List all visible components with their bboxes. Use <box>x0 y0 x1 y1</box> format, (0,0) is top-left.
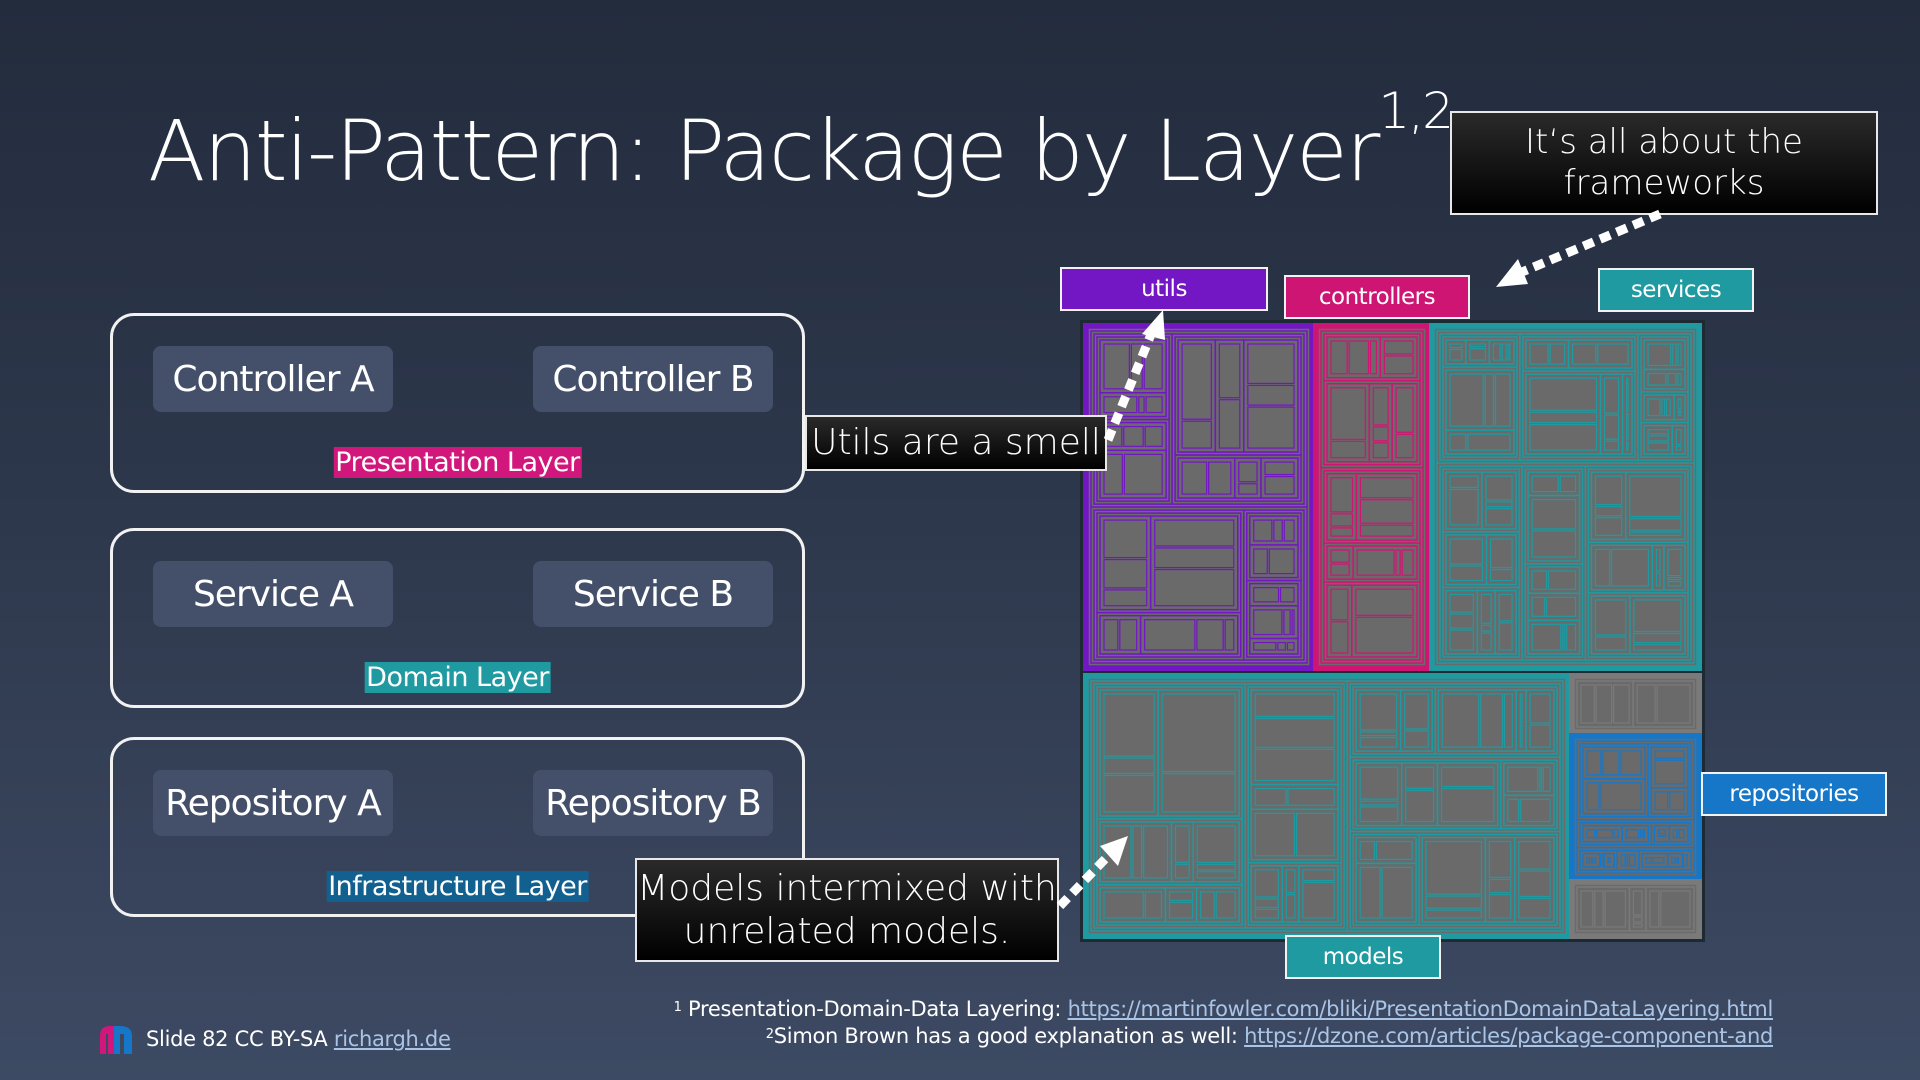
service-a-box: Service A <box>153 561 393 627</box>
footnote-2-link[interactable]: https://dzone.com/articles/package-compo… <box>1244 1024 1773 1048</box>
repository-b-box: Repository B <box>533 770 773 836</box>
repository-a-box: Repository A <box>153 770 393 836</box>
slide-title: Anti-Pattern: Package by Layer1,2 <box>148 86 1454 200</box>
slide-footer: Slide 82 CC BY-SA richargh.de <box>98 1022 451 1056</box>
footnote-1: 1 Presentation-Domain-Data Layering: htt… <box>673 996 1774 1023</box>
footnote-2: 2Simon Brown has a good explanation as w… <box>674 1023 1774 1050</box>
infrastructure-layer-label: Infrastructure Layer <box>326 871 589 902</box>
service-b-box: Service B <box>533 561 773 627</box>
domain-layer-label: Domain Layer <box>364 662 551 693</box>
package-label-services: services <box>1598 268 1754 312</box>
presentation-layer-label: Presentation Layer <box>333 447 582 478</box>
footnote-1-text: Presentation-Domain-Data Layering: <box>687 997 1068 1021</box>
slide-license-text: Slide 82 CC BY-SA <box>146 1027 334 1051</box>
footnotes: 1 Presentation-Domain-Data Layering: htt… <box>673 996 1774 1050</box>
footnote-2-text: Simon Brown has a good explanation as we… <box>773 1024 1245 1048</box>
slide-number-text: Slide 82 CC BY-SA richargh.de <box>146 1027 451 1051</box>
footnote-1-link[interactable]: https://martinfowler.com/bliki/Presentat… <box>1067 997 1774 1021</box>
controller-b-box: Controller B <box>533 346 773 412</box>
callout-models: Models intermixed with unrelated models. <box>635 858 1059 962</box>
domain-layer-box: Service A Service B Domain Layer <box>110 528 805 708</box>
title-superscript: 1,2 <box>1378 82 1454 140</box>
controller-a-box: Controller A <box>153 346 393 412</box>
package-label-utils: utils <box>1060 267 1268 311</box>
presentation-layer-box: Controller A Controller B Presentation L… <box>110 313 805 493</box>
title-text: Anti-Pattern: Package by Layer <box>148 102 1380 200</box>
package-label-models: models <box>1285 935 1441 979</box>
site-link[interactable]: richargh.de <box>333 1027 451 1051</box>
callout-utils: Utils are a smell <box>805 415 1107 471</box>
infrastructure-layer-box: Repository A Repository B Infrastructure… <box>110 737 805 917</box>
footnote-2-number: 2 <box>765 1027 774 1042</box>
package-label-controllers: controllers <box>1284 275 1470 319</box>
package-treemap <box>1080 320 1705 942</box>
callout-frameworks: It‘s all about the frameworks <box>1450 111 1878 215</box>
package-label-repositories: repositories <box>1701 772 1887 816</box>
footnote-1-number: 1 <box>673 1000 682 1015</box>
logo-icon <box>100 1026 132 1054</box>
